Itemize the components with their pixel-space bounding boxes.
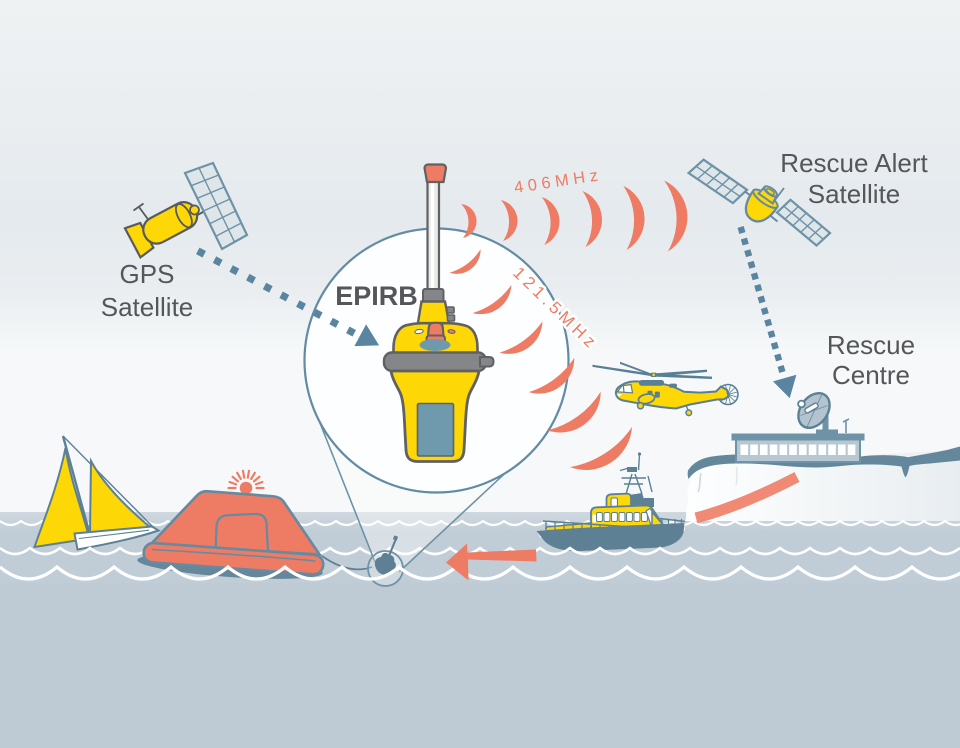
- svg-text:Centre: Centre: [832, 360, 910, 390]
- svg-text:EPIRB: EPIRB: [335, 281, 418, 311]
- svg-text:Satellite: Satellite: [101, 292, 194, 322]
- svg-text:Rescue Alert: Rescue Alert: [780, 148, 928, 178]
- svg-text:GPS: GPS: [120, 259, 175, 289]
- svg-text:Rescue: Rescue: [827, 330, 915, 360]
- svg-text:Satellite: Satellite: [808, 179, 901, 209]
